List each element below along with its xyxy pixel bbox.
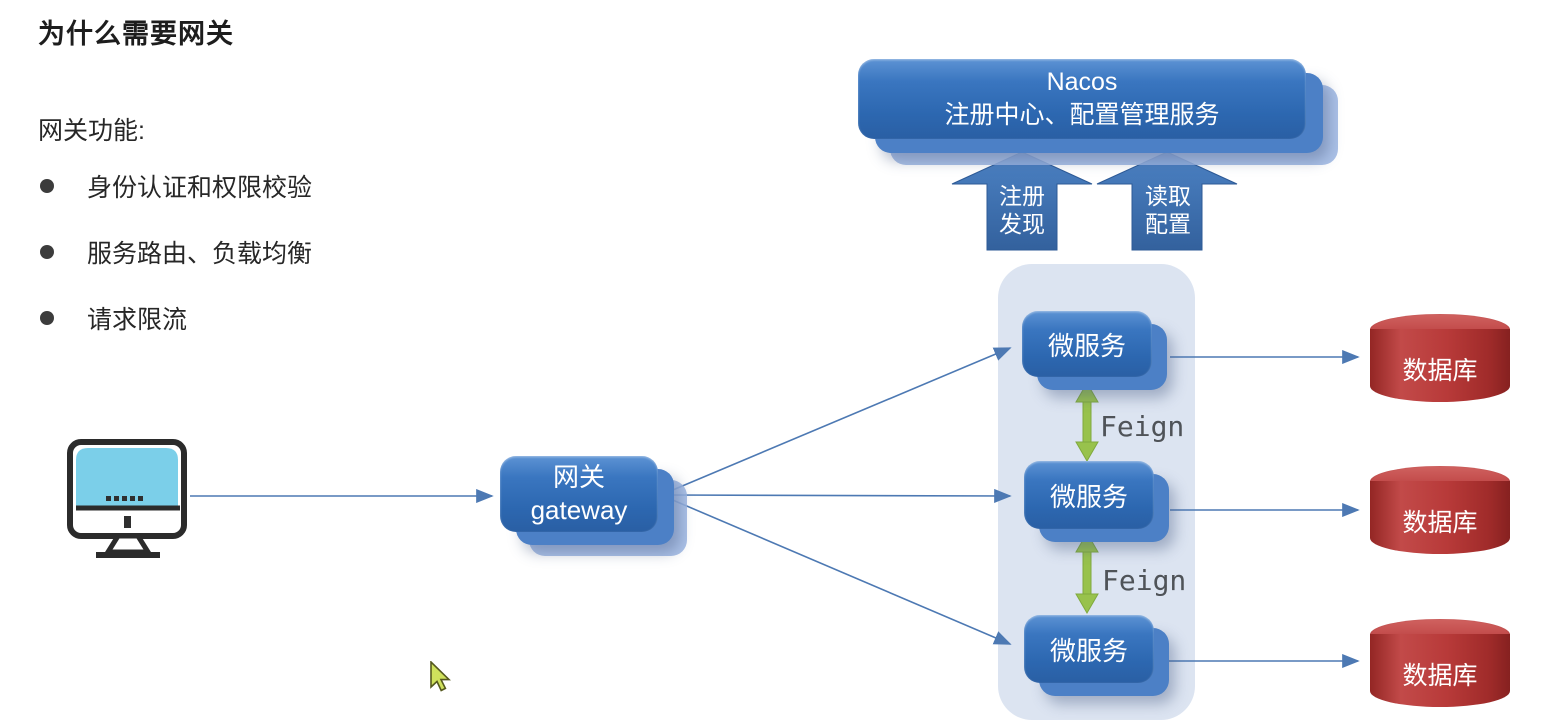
feign-label-1: Feign (1100, 410, 1185, 443)
database-cylinder-2: 数据库 (1370, 466, 1510, 554)
gateway-label-en: gateway (530, 495, 628, 525)
service-label: 微服务 (1047, 330, 1126, 361)
register-discover-arrow (951, 151, 1093, 251)
database-label: 数据库 (1402, 661, 1478, 690)
database-cylinder-3: 数据库 (1370, 619, 1510, 707)
gateway-function-list: 身份认证和权限校验 服务路由、负载均衡 请求限流 (40, 168, 312, 366)
arrow-gateway-to-service-1 (667, 347, 1012, 493)
feign-label-2: Feign (1102, 564, 1187, 597)
nacos-title: Nacos (1046, 68, 1118, 96)
nacos-subtitle: 注册中心、配置管理服务 (944, 101, 1220, 129)
desktop-computer-icon (67, 439, 187, 558)
list-item: 身份认证和权限校验 (40, 168, 312, 204)
bullet-dot (40, 311, 54, 325)
nacos-box: Nacos 注册中心、配置管理服务 (858, 59, 1338, 165)
arrow-gateway-to-service-3 (667, 497, 1012, 645)
feign-arrow-1 (1075, 382, 1099, 462)
service-label: 微服务 (1049, 635, 1128, 666)
list-item: 服务路由、负载均衡 (40, 234, 312, 270)
service-box-2: 微服务 (1024, 461, 1169, 542)
database-cylinder-1: 数据库 (1370, 314, 1510, 402)
list-item: 请求限流 (40, 300, 312, 336)
bullet-text: 服务路由、负载均衡 (87, 240, 313, 268)
database-label: 数据库 (1402, 356, 1478, 385)
feign-arrow-2 (1075, 532, 1099, 614)
bullet-dot (40, 245, 54, 259)
register-discover-label: 注册 发现 (999, 183, 1045, 237)
read-config-arrow (1096, 151, 1238, 251)
read-config-label: 读取 配置 (1145, 183, 1191, 237)
database-label: 数据库 (1402, 508, 1478, 537)
page-title: 为什么需要网关 (38, 19, 234, 49)
gateway-box: 网关 gateway (500, 456, 687, 556)
service-box-1: 微服务 (1022, 311, 1167, 390)
gateway-functions-label: 网关功能: (38, 117, 145, 145)
bullet-text: 身份认证和权限校验 (87, 174, 313, 202)
gateway-label-cn: 网关 (552, 462, 605, 492)
service-label: 微服务 (1049, 481, 1128, 512)
arrow-gateway-to-service-2 (667, 488, 1012, 503)
service-box-3: 微服务 (1024, 615, 1169, 696)
bullet-dot (40, 179, 54, 193)
mouse-cursor-icon (430, 661, 451, 692)
bullet-text: 请求限流 (87, 306, 188, 334)
